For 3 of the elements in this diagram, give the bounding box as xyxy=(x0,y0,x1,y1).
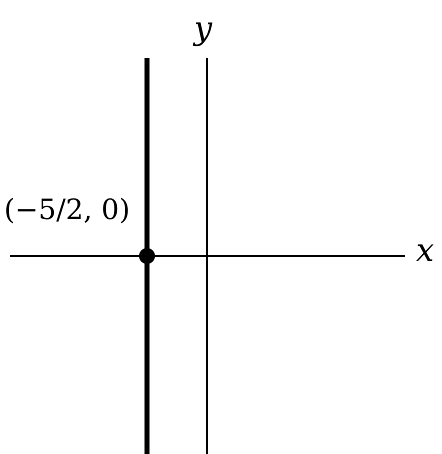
axis-label: y xyxy=(194,12,212,44)
point-label: (−5/2, 0) xyxy=(4,196,130,224)
axis-label: x xyxy=(416,234,434,266)
